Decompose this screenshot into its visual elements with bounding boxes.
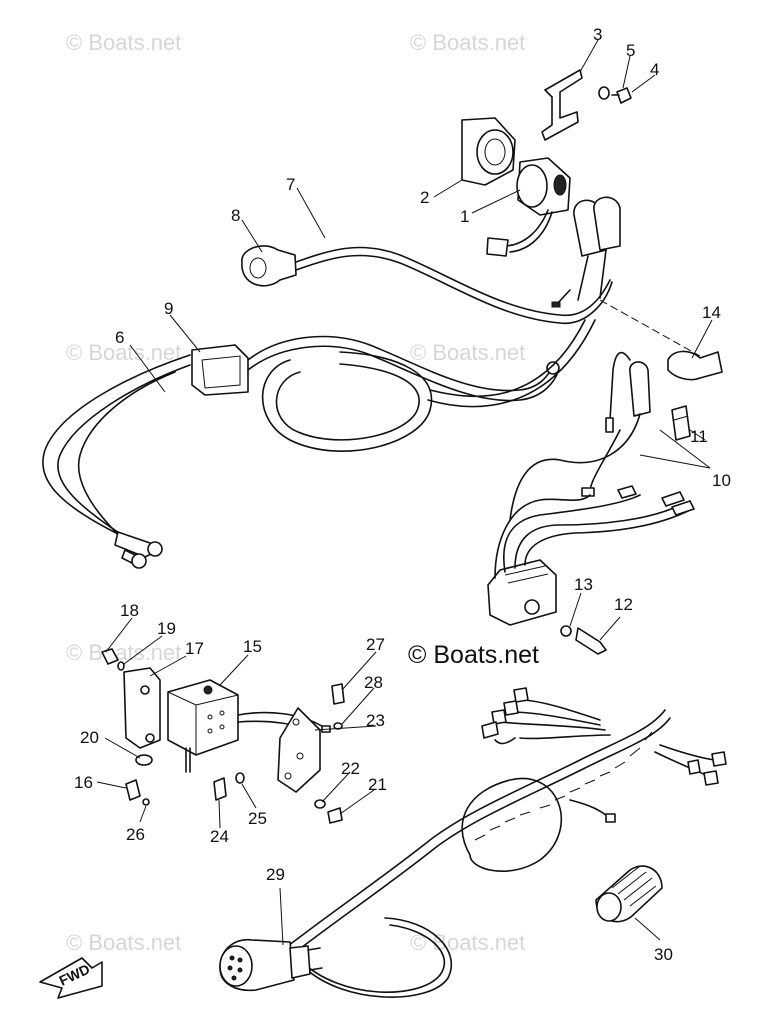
callout-13: 13 bbox=[574, 575, 593, 594]
washer-part-5 bbox=[598, 86, 610, 100]
callout-3: 3 bbox=[593, 25, 602, 44]
grommet-part-20 bbox=[135, 754, 153, 766]
rectifier-harness-part-10 bbox=[487, 350, 723, 626]
callout-1: 1 bbox=[460, 207, 469, 226]
callout-25: 25 bbox=[248, 809, 267, 828]
bracket-part-3 bbox=[541, 69, 583, 141]
callout-6: 6 bbox=[115, 328, 124, 347]
callout-22: 22 bbox=[341, 759, 360, 778]
fuse-part-11 bbox=[671, 405, 691, 441]
boot-part-8 bbox=[241, 245, 297, 287]
bolt-part-12 bbox=[560, 625, 607, 655]
screw-part-24 bbox=[213, 777, 227, 801]
callout-14: 14 bbox=[702, 303, 721, 322]
washer-part-22 bbox=[314, 799, 326, 809]
callout-20: 20 bbox=[80, 728, 99, 747]
watermark: © Boats.net bbox=[66, 930, 181, 955]
plug-cap bbox=[593, 196, 621, 251]
bolt-part-16 bbox=[125, 779, 141, 801]
terminal-plate bbox=[277, 707, 321, 793]
bracket-part-17 bbox=[123, 667, 161, 749]
callout-numbers: 3 5 4 2 1 7 8 6 9 14 11 10 12 13 18 19 1… bbox=[74, 25, 731, 964]
callout-17: 17 bbox=[185, 639, 204, 658]
callout-7: 7 bbox=[286, 175, 295, 194]
callout-24: 24 bbox=[210, 827, 229, 846]
callout-8: 8 bbox=[231, 206, 240, 225]
bolt-part-4 bbox=[616, 87, 632, 104]
watermark: © Boats.net bbox=[66, 30, 181, 55]
callout-15: 15 bbox=[243, 637, 262, 656]
bolt-part-27 bbox=[331, 683, 345, 705]
callout-10: 10 bbox=[712, 471, 731, 490]
callout-11: 11 bbox=[690, 427, 708, 446]
washer-part-25 bbox=[235, 772, 245, 784]
callout-30: 30 bbox=[654, 945, 673, 964]
bolt-part-18 bbox=[101, 648, 119, 665]
callout-26: 26 bbox=[126, 825, 145, 844]
callout-4: 4 bbox=[650, 60, 659, 79]
callout-12: 12 bbox=[614, 595, 633, 614]
watermark: © Boats.net bbox=[410, 340, 525, 365]
terminal-board-part-23 bbox=[213, 707, 343, 824]
callout-18: 18 bbox=[120, 601, 139, 620]
switch-assembly bbox=[461, 69, 632, 257]
forward-direction-arrow: FWD bbox=[39, 957, 103, 999]
watermark-layer: © Boats.net © Boats.net © Boats.net © Bo… bbox=[66, 30, 525, 955]
regulator-body bbox=[487, 559, 557, 626]
callout-2: 2 bbox=[420, 188, 429, 207]
watermark: © Boats.net bbox=[66, 340, 181, 365]
washer-part-28 bbox=[333, 722, 343, 730]
screw-part-21 bbox=[327, 807, 343, 824]
center-watermark: © Boats.net bbox=[408, 641, 539, 669]
callout-16: 16 bbox=[74, 773, 93, 792]
watermark: © Boats.net bbox=[410, 30, 525, 55]
watermark: © Boats.net bbox=[410, 930, 525, 955]
cdi-unit-part-15 bbox=[101, 648, 345, 806]
fuse-holder bbox=[629, 361, 651, 417]
callout-29: 29 bbox=[266, 865, 285, 884]
washer-part-19 bbox=[117, 661, 125, 671]
watermark: © Boats.net bbox=[66, 640, 181, 665]
callout-5: 5 bbox=[626, 41, 635, 60]
callout-19: 19 bbox=[157, 619, 176, 638]
callout-27: 27 bbox=[366, 635, 385, 654]
clip-part-14 bbox=[667, 350, 723, 381]
callout-9: 9 bbox=[164, 299, 173, 318]
callout-28: 28 bbox=[364, 673, 383, 692]
engine-harness-part-29 bbox=[219, 687, 727, 998]
leader-lines bbox=[96, 39, 713, 946]
cdi-box bbox=[167, 679, 239, 756]
grommet-part-9 bbox=[191, 344, 249, 396]
nut-part-26 bbox=[142, 798, 150, 806]
callout-23: 23 bbox=[366, 711, 385, 730]
callout-21: 21 bbox=[368, 775, 387, 794]
main-harness-part-7 bbox=[241, 196, 701, 357]
washer-part-13 bbox=[560, 625, 572, 637]
battery-cable-part-6 bbox=[42, 319, 596, 569]
